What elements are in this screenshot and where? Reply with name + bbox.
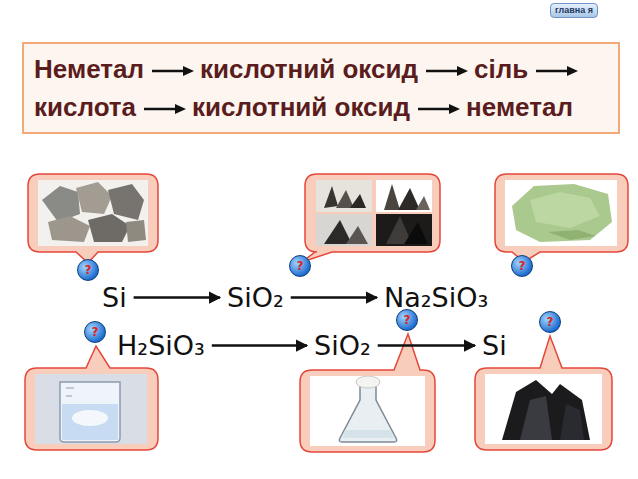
callout-bubble	[495, 174, 628, 262]
silicon-photo	[485, 374, 602, 444]
formula-text: SiO₂	[314, 330, 371, 361]
arrow-shaft	[426, 70, 459, 73]
reaction-arrow	[291, 296, 377, 299]
question-marker: ?	[539, 311, 561, 333]
formula-text: H₂SiO₃	[117, 330, 205, 361]
callout-bubble	[302, 174, 440, 262]
scheme-word: кислота	[34, 92, 136, 122]
formula-text: Na₂SiO₃	[384, 282, 488, 313]
scheme-arrow	[534, 64, 578, 78]
formula-node: SiO₂	[225, 282, 286, 313]
arrow-head	[457, 66, 468, 76]
arrow-shaft	[152, 70, 185, 73]
scheme-arrow	[424, 64, 468, 78]
arrow-head	[175, 104, 186, 114]
question-mark: ?	[85, 322, 105, 342]
scheme-arrow	[416, 102, 460, 116]
question-mark: ?	[512, 256, 532, 276]
formula-text: SiO₂	[227, 282, 284, 313]
beaker-photo	[35, 374, 147, 444]
question-mark: ?	[78, 260, 98, 280]
formula-node: SiO₂	[312, 330, 373, 361]
question-marker: ?	[511, 255, 533, 277]
question-mark: ?	[397, 310, 417, 330]
flask-photo	[310, 376, 425, 446]
scheme-word: неметал	[466, 92, 573, 122]
reaction-arrow	[378, 344, 475, 347]
arrow-head	[567, 66, 578, 76]
callout-bubble	[28, 174, 158, 263]
arrow-head	[449, 104, 460, 114]
arrow-shaft	[418, 108, 451, 111]
question-marker: ?	[289, 255, 311, 277]
arrow-shaft	[144, 108, 177, 111]
formula-node: Na₂SiO₃	[382, 282, 490, 313]
formula-node: H₂SiO₃	[115, 330, 207, 361]
scheme-arrow	[142, 102, 186, 116]
rock-photo	[38, 180, 148, 246]
reaction-arrow	[134, 296, 220, 299]
formula-node: Si	[100, 282, 129, 313]
arrow-shaft	[536, 70, 569, 73]
arrow-head	[183, 66, 194, 76]
scheme-arrow	[150, 64, 194, 78]
scheme-box: Неметал кислотний оксид сіль кислота кислотн…	[22, 42, 620, 134]
button-label: главна я	[554, 6, 594, 15]
home-button: главна я	[550, 3, 598, 18]
scheme-word: кислотний оксид	[192, 92, 410, 122]
question-marker: ?	[396, 309, 418, 331]
question-marker: ?	[84, 321, 106, 343]
formula-text: Si	[482, 330, 507, 361]
question-mark: ?	[540, 312, 560, 332]
callout-bubble	[25, 346, 158, 450]
question-marker: ?	[77, 259, 99, 281]
quartz-photo	[316, 180, 432, 246]
scheme-word: кислотний оксид	[200, 54, 418, 84]
scheme-word: сіль	[474, 54, 528, 84]
reaction-arrow	[212, 344, 307, 347]
formula-node: Si	[480, 330, 509, 361]
question-mark: ?	[290, 256, 310, 276]
scheme-word: Неметал	[34, 54, 144, 84]
formula-text: Si	[102, 282, 127, 313]
silicate-photo	[505, 180, 617, 246]
